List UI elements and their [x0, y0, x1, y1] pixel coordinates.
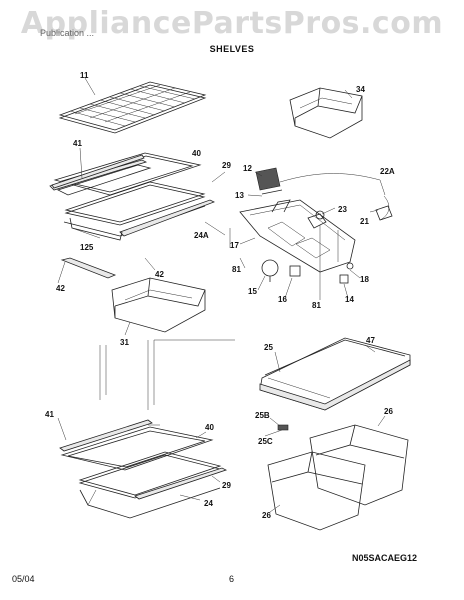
watermark-logo: AppliancePartsPros.com: [20, 6, 444, 41]
part-label: 40: [192, 149, 201, 158]
glass-shelf-top: [49, 152, 215, 241]
crisper-slide-clip: [277, 424, 289, 431]
part-label: 14: [345, 295, 354, 304]
light-bulb: [261, 259, 279, 282]
page-number: 6: [229, 574, 235, 584]
wire-harness: [229, 173, 393, 290]
part-label: 18: [360, 275, 369, 284]
part-label: 29: [222, 481, 231, 490]
part-label: 42: [155, 270, 164, 279]
shelf-trim-strip: [51, 154, 145, 189]
part-label: 81: [232, 265, 241, 274]
part-label: 16: [278, 295, 287, 304]
cabinet-outline: [99, 339, 235, 410]
part-label: 29: [222, 161, 231, 170]
crisper-drawer-small: [289, 87, 363, 139]
crisper-cover: [259, 337, 411, 411]
crisper-drawer-left: [111, 277, 206, 333]
part-label: 11: [80, 71, 89, 80]
part-label: 23: [338, 205, 347, 214]
header-model-text: Publication ...: [40, 28, 95, 38]
light-switch: [339, 262, 354, 284]
part-label: 24A: [194, 231, 209, 240]
part-label: 24: [204, 499, 213, 508]
part-label: 125: [80, 243, 94, 252]
part-label: 25: [264, 343, 273, 352]
part-label: 31: [120, 338, 129, 347]
part-label: 34: [356, 85, 365, 94]
light-socket: [289, 265, 301, 277]
part-label: 40: [205, 423, 214, 432]
thermostat: [307, 210, 327, 229]
crisper-drawer-front: [267, 451, 366, 531]
part-label: 12: [243, 164, 252, 173]
wire-shelf: [58, 81, 207, 134]
part-label: 47: [366, 336, 375, 345]
part-label: 26: [384, 407, 393, 416]
part-label: 21: [360, 217, 369, 226]
page-title: SHELVES: [209, 44, 255, 54]
part-label: 17: [230, 241, 239, 250]
part-label: 41: [73, 139, 82, 148]
control-housing: [239, 199, 356, 273]
part-label: 22A: [380, 167, 395, 176]
crisper-drawer-right: [309, 424, 409, 506]
part-label: 15: [248, 287, 257, 296]
part-label: 41: [45, 410, 54, 419]
part-label: 25B: [255, 411, 270, 420]
diagram-code: N05SACAEG12: [352, 553, 418, 563]
shelf-rail: [57, 257, 117, 284]
part-label: 42: [56, 284, 65, 293]
leader-lines: [57, 171, 386, 513]
part-label: 26: [262, 511, 271, 520]
part-label: 25C: [258, 437, 273, 446]
part-label: 81: [312, 301, 321, 310]
air-damper: [255, 167, 283, 195]
footer-date: 05/04: [12, 574, 35, 584]
glass-shelf-bottom: [59, 419, 228, 519]
part-label: 13: [235, 191, 244, 200]
